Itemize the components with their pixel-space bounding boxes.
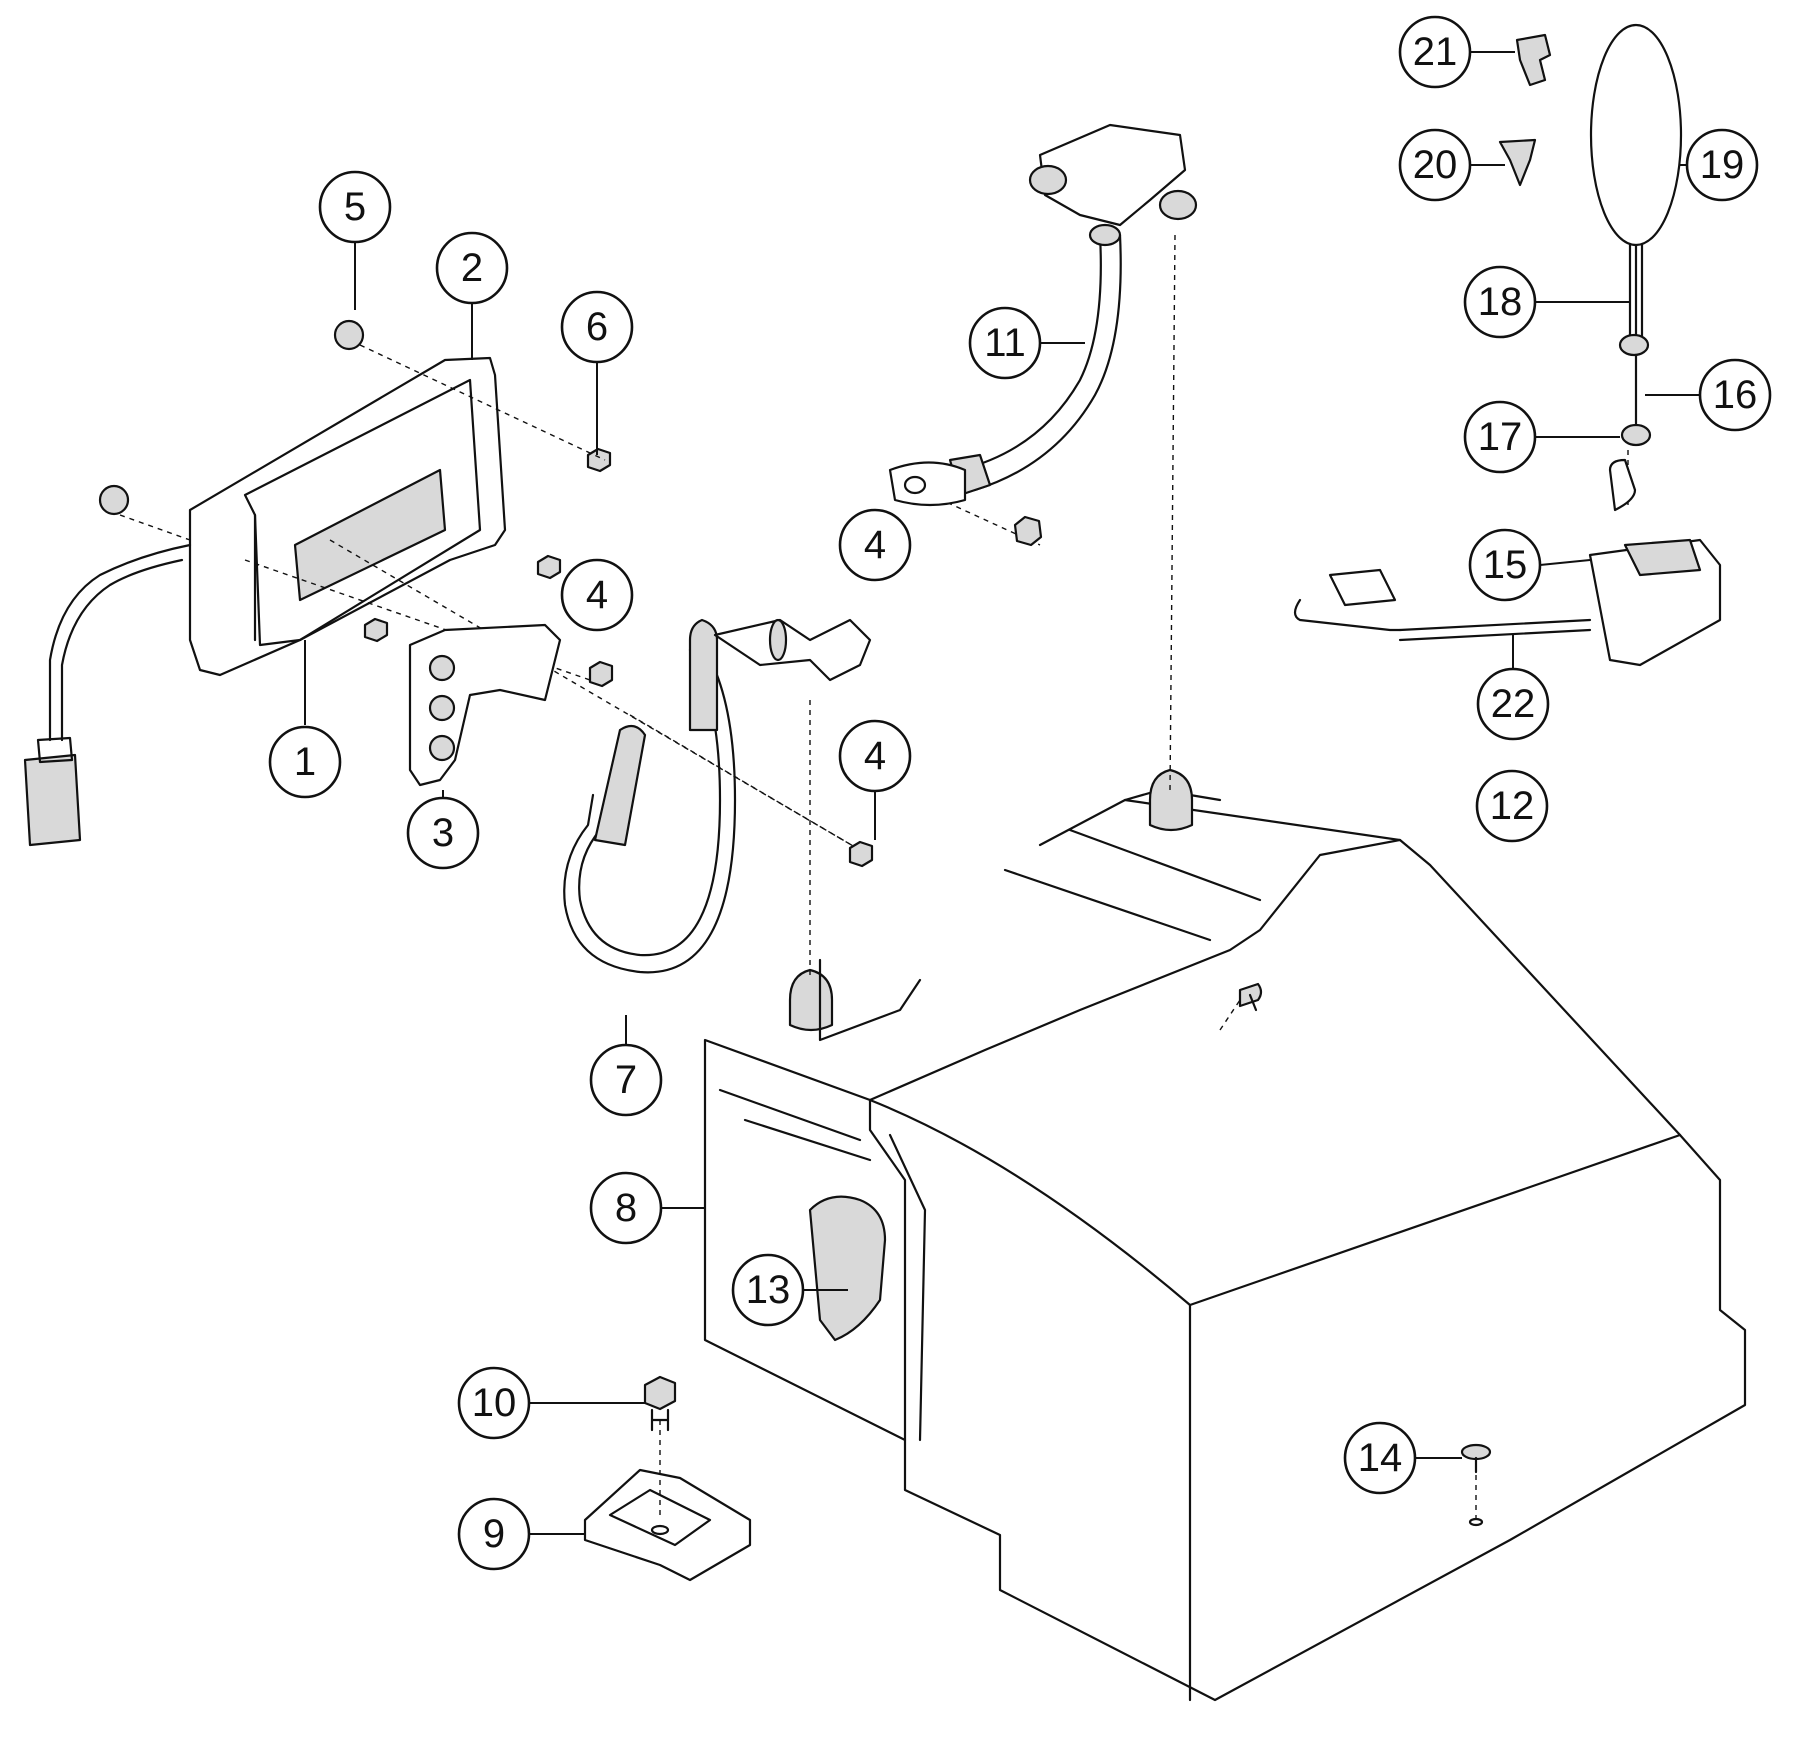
- bracket-part: [408, 623, 874, 868]
- callout-4: 4: [560, 558, 634, 632]
- callout-5: 5: [318, 170, 392, 244]
- negative-cable-part: [563, 618, 872, 974]
- callout-22: 22: [1476, 667, 1550, 741]
- callout-12: 12: [1475, 769, 1549, 843]
- callout-label: 19: [1700, 143, 1745, 187]
- callout-label: 17: [1478, 415, 1523, 459]
- callout-13: 13: [731, 1253, 805, 1327]
- leader-lines: [304, 51, 1700, 1535]
- callout-label: 4: [586, 573, 608, 617]
- callout-label: 4: [864, 734, 886, 778]
- callout-1: 1: [268, 725, 342, 799]
- switch-assembly-part: [1293, 23, 1722, 667]
- callout-10: 10: [457, 1366, 531, 1440]
- callout-label: 18: [1478, 280, 1523, 324]
- callout-label: 2: [461, 246, 483, 290]
- callout-8: 8: [589, 1171, 663, 1245]
- callout-label: 15: [1483, 543, 1528, 587]
- callout-label: 4: [864, 523, 886, 567]
- callout-16: 16: [1698, 358, 1772, 432]
- callout-label: 5: [344, 185, 366, 229]
- callout-label: 14: [1358, 1436, 1403, 1480]
- control-unit-part: [23, 319, 612, 847]
- callout-label: 16: [1713, 373, 1758, 417]
- positive-cable-part: [888, 123, 1198, 547]
- callout-label: 10: [472, 1381, 517, 1425]
- callout-17: 17: [1463, 400, 1537, 474]
- callout-label: 8: [615, 1186, 637, 1230]
- callout-21: 21: [1398, 15, 1472, 89]
- callout-label: 7: [615, 1058, 637, 1102]
- callout-20: 20: [1398, 128, 1472, 202]
- callout-6: 6: [560, 290, 634, 364]
- callout-2: 2: [435, 231, 509, 305]
- callout-7: 7: [589, 1043, 663, 1117]
- callout-label: 3: [432, 811, 454, 855]
- callout-label: 22: [1491, 682, 1536, 726]
- callout-label: 21: [1413, 30, 1458, 74]
- callout-label: 11: [984, 321, 1026, 365]
- callout-15: 15: [1468, 528, 1542, 602]
- callout-label: 9: [483, 1512, 505, 1556]
- callout-label: 6: [586, 305, 608, 349]
- callout-label: 13: [746, 1268, 791, 1312]
- hold-down-tray-part: [583, 1468, 752, 1582]
- callout-label: 1: [294, 740, 316, 784]
- callout-19: 19: [1685, 128, 1759, 202]
- callout-4: 4: [838, 508, 912, 582]
- callout-18: 18: [1463, 265, 1537, 339]
- callout-4: 4: [838, 719, 912, 793]
- callout-11: 11: [968, 306, 1042, 380]
- callout-label: 20: [1413, 143, 1458, 187]
- battery-box-part: [703, 768, 1747, 1702]
- callout-3: 3: [406, 796, 480, 870]
- callout-9: 9: [457, 1497, 531, 1571]
- callout-label: 12: [1490, 784, 1535, 828]
- callout-14: 14: [1343, 1421, 1417, 1495]
